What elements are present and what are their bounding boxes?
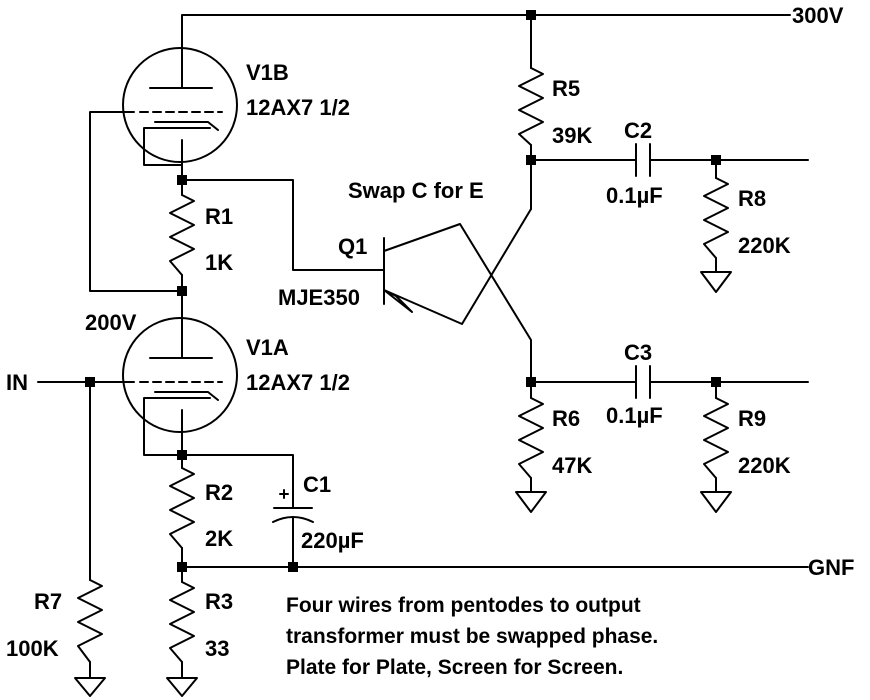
ground-r7 xyxy=(74,677,106,697)
c1-ref-label: C1 xyxy=(303,472,331,497)
r2-ref-label: R2 xyxy=(205,480,233,505)
r9-ref-label: R9 xyxy=(738,406,766,431)
v1b-type-label: 12AX7 1/2 xyxy=(246,95,350,120)
c3-value-label: 0.1µF xyxy=(606,403,663,428)
c2-ref-label: C2 xyxy=(624,118,652,143)
resistor-r1-symbol xyxy=(169,194,195,276)
transistor-q1-symbol xyxy=(383,237,413,313)
r8-value-label: 220K xyxy=(738,233,791,258)
resistor-r2-symbol xyxy=(169,467,195,549)
r1-ref-label: R1 xyxy=(205,204,233,229)
r1-value-label: 1K xyxy=(205,250,233,275)
ground-r8 xyxy=(700,271,732,293)
input-label: IN xyxy=(6,370,28,395)
c3-ref-label: C3 xyxy=(624,340,652,365)
resistor-r5-symbol xyxy=(518,67,544,146)
resistor-r7-symbol xyxy=(77,579,103,663)
r2-value-label: 2K xyxy=(205,526,233,551)
note-line-2: transformer must be swapped phase. xyxy=(286,625,658,648)
r8-ref-label: R8 xyxy=(738,186,766,211)
r6-value-label: 47K xyxy=(552,453,592,478)
resistor-r8-symbol xyxy=(703,177,729,259)
v1b-ref-label: V1B xyxy=(246,60,289,85)
resistor-r6-symbol xyxy=(518,397,544,479)
ground-r9 xyxy=(700,491,732,513)
v1a-type-label: 12AX7 1/2 xyxy=(246,370,350,395)
c2-value-label: 0.1µF xyxy=(606,183,663,208)
r7-ref-label: R7 xyxy=(34,589,62,614)
capacitor-c1-symbol xyxy=(272,479,314,529)
supply-rail-label: 300V xyxy=(792,3,844,28)
r7-value-label: 100K xyxy=(6,636,59,661)
tube-v1b xyxy=(122,47,238,163)
note-line-3: Plate for Plate, Screen for Screen. xyxy=(286,656,623,679)
r5-value-label: 39K xyxy=(552,123,592,148)
gnf-label: GNF xyxy=(808,555,854,580)
v1a-ref-label: V1A xyxy=(246,335,289,360)
q1-type-label: MJE350 xyxy=(278,285,360,310)
resistor-r9-symbol xyxy=(703,397,729,479)
r6-ref-label: R6 xyxy=(552,406,580,431)
r3-ref-label: R3 xyxy=(205,589,233,614)
q1-annotation: Swap C for E xyxy=(348,178,484,203)
q1-ref-label: Q1 xyxy=(338,234,367,259)
tube-v1a xyxy=(122,317,238,433)
capacitor-c2-symbol xyxy=(635,143,651,177)
ground-r6 xyxy=(515,491,547,513)
note-line-1: Four wires from pentodes to output xyxy=(286,594,641,617)
c1-value-label: 220µF xyxy=(301,528,364,553)
mid-rail-label: 200V xyxy=(85,310,137,335)
r3-value-label: 33 xyxy=(205,636,229,661)
capacitor-c3-symbol xyxy=(635,365,651,399)
ground-r3 xyxy=(166,677,198,697)
junctions xyxy=(85,10,721,572)
r9-value-label: 220K xyxy=(738,453,791,478)
r5-ref-label: R5 xyxy=(552,76,580,101)
resistor-r3-symbol xyxy=(169,581,195,663)
wires xyxy=(37,14,809,679)
